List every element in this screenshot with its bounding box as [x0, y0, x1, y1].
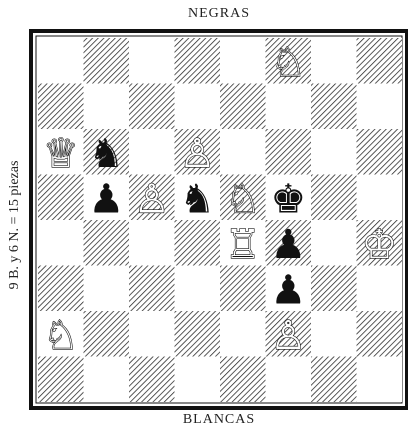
white-queen-icon: ♕	[43, 131, 79, 177]
square-f7	[266, 84, 312, 130]
square-g6	[311, 129, 357, 175]
square-b4	[84, 220, 130, 266]
square-c8	[129, 38, 175, 84]
square-a8	[38, 38, 84, 84]
white-pawn-icon: ♙	[134, 176, 170, 222]
square-d1	[175, 357, 221, 403]
square-d4	[175, 220, 221, 266]
white-pawn-icon: ♙	[179, 131, 215, 177]
square-g7	[311, 84, 357, 130]
square-h6	[357, 129, 403, 175]
black-pawn-icon: ♟	[270, 267, 306, 313]
square-d7	[175, 84, 221, 130]
square-h3	[357, 266, 403, 312]
square-e7	[220, 84, 266, 130]
square-f6	[266, 129, 312, 175]
square-a5	[38, 175, 84, 221]
square-a7	[38, 84, 84, 130]
square-b8	[84, 38, 130, 84]
white-rook-icon: ♖	[225, 222, 261, 268]
white-king-icon: ♔	[361, 222, 397, 268]
black-knight-icon: ♞	[88, 131, 124, 177]
square-g1	[311, 357, 357, 403]
square-e3	[220, 266, 266, 312]
square-e2	[220, 311, 266, 357]
square-c4	[129, 220, 175, 266]
square-c1	[129, 357, 175, 403]
square-h1	[357, 357, 403, 403]
square-g4	[311, 220, 357, 266]
white-knight-icon: ♘	[225, 176, 261, 222]
square-b1	[84, 357, 130, 403]
square-g2	[311, 311, 357, 357]
square-a1	[38, 357, 84, 403]
white-knight-icon: ♘	[270, 40, 306, 86]
square-g8	[311, 38, 357, 84]
square-e6	[220, 129, 266, 175]
square-a3	[38, 266, 84, 312]
square-h5	[357, 175, 403, 221]
square-a4	[38, 220, 84, 266]
square-g3	[311, 266, 357, 312]
black-pawn-icon: ♟	[270, 222, 306, 268]
square-c6	[129, 129, 175, 175]
square-f1	[266, 357, 312, 403]
square-h8	[357, 38, 403, 84]
square-c3	[129, 266, 175, 312]
square-h7	[357, 84, 403, 130]
square-d3	[175, 266, 221, 312]
square-c2	[129, 311, 175, 357]
square-c7	[129, 84, 175, 130]
black-king-icon: ♚	[270, 176, 306, 222]
square-e8	[220, 38, 266, 84]
square-g5	[311, 175, 357, 221]
square-b3	[84, 266, 130, 312]
white-side-label: BLANCAS	[30, 412, 408, 428]
white-knight-icon: ♘	[43, 313, 79, 359]
square-b2	[84, 311, 130, 357]
black-pawn-icon: ♟	[88, 176, 124, 222]
square-h2	[357, 311, 403, 357]
square-d2	[175, 311, 221, 357]
square-e1	[220, 357, 266, 403]
square-d8	[175, 38, 221, 84]
chess-board: ♘♕♞♙♟♙♞♘♚♖♟♔♟♘♙	[0, 0, 408, 412]
square-b7	[84, 84, 130, 130]
black-knight-icon: ♞	[179, 176, 215, 222]
white-pawn-icon: ♙	[270, 313, 306, 359]
